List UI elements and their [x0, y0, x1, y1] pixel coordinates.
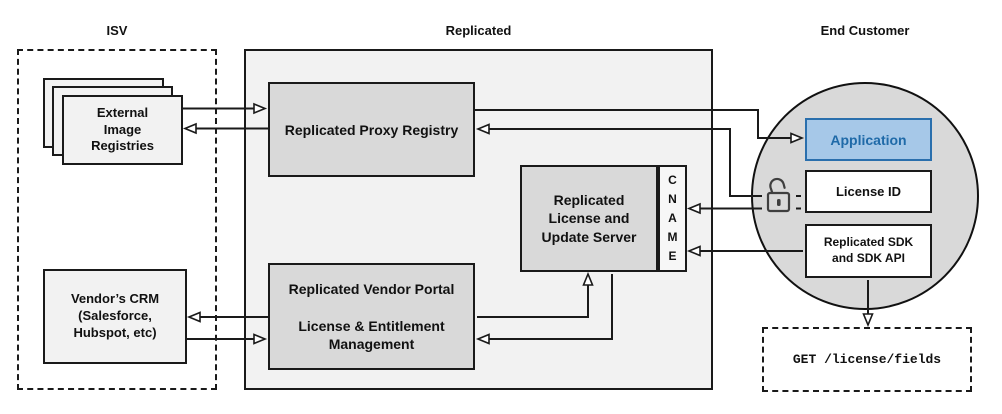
vendors-crm-node: Vendor’s CRM (Salesforce, Hubspot, etc) — [43, 269, 187, 364]
lane-label-end-customer: End Customer — [820, 22, 910, 38]
replicated-sdk-node: Replicated SDK and SDK API — [805, 224, 932, 278]
application-label: Application — [830, 131, 907, 148]
proxy-registry-label: Replicated Proxy Registry — [284, 121, 459, 138]
lane-label-isv: ISV — [106, 22, 128, 38]
license-id-node: License ID — [805, 170, 932, 213]
cname-node: C N A M E — [658, 165, 687, 272]
license-update-server-label: Replicated License and Update Server — [541, 191, 637, 245]
vendor-portal-node: Replicated Vendor Portal License & Entit… — [268, 263, 475, 370]
cname-label: C N A M E — [667, 172, 678, 264]
proxy-registry-node: Replicated Proxy Registry — [268, 82, 475, 177]
vendor-portal-label: Replicated Vendor Portal License & Entit… — [288, 281, 455, 352]
get-license-fields-node: GET /license/fields — [762, 327, 972, 392]
external-image-registries-node: External Image Registries — [62, 95, 183, 165]
application-node: Application — [805, 118, 932, 161]
license-update-server-node: Replicated License and Update Server — [520, 165, 658, 272]
license-id-label: License ID — [835, 184, 902, 199]
replicated-sdk-label: Replicated SDK and SDK API — [823, 235, 914, 265]
external-image-registries-label: External Image Registries — [91, 105, 154, 154]
lane-label-replicated: Replicated — [445, 22, 512, 38]
vendors-crm-label: Vendor’s CRM (Salesforce, Hubspot, etc) — [70, 291, 160, 340]
get-license-fields-label: GET /license/fields — [792, 352, 942, 367]
